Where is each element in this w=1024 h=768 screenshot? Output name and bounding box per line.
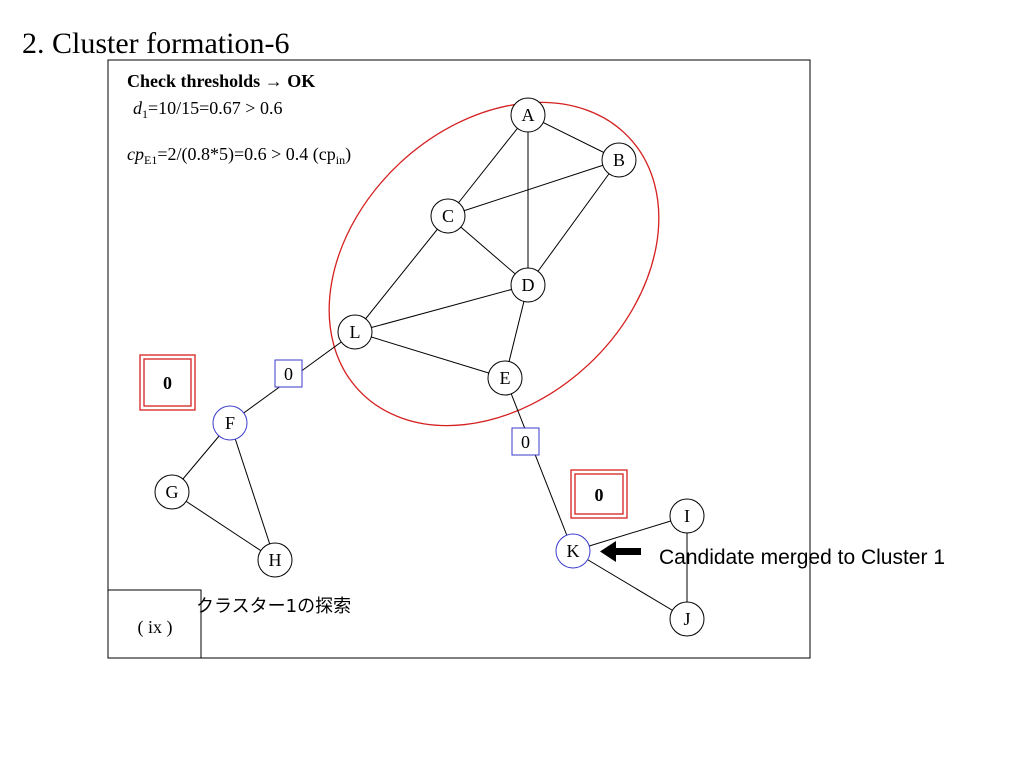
edge-K-J — [572, 550, 688, 620]
edge-E-K — [504, 377, 574, 552]
arrow-left-icon — [600, 541, 641, 562]
node-H-label: H — [269, 550, 282, 570]
edge-F-H — [229, 422, 276, 561]
d-expression: =10/15=0.67 > 0.6 — [148, 98, 283, 118]
edge-C-L — [354, 215, 449, 333]
node-A-label: A — [522, 105, 535, 125]
node-E-label: E — [500, 368, 511, 388]
node-J: J — [669, 601, 705, 637]
node-F: F — [212, 405, 248, 441]
node-G-label: G — [166, 482, 179, 502]
node-E: E — [487, 360, 523, 396]
node-D: D — [510, 267, 546, 303]
counter-right: 0 — [595, 485, 604, 505]
cluster-1-ellipse — [328, 101, 660, 427]
node-J-label: J — [683, 609, 690, 629]
d-symbol: d — [133, 98, 142, 118]
node-D-label: D — [522, 275, 535, 295]
edge-C-B — [447, 159, 620, 217]
candidate-label: Candidate merged to Cluster 1 — [659, 546, 945, 569]
cp-close: ) — [345, 144, 352, 164]
edge-B-D — [527, 159, 620, 286]
cp-formula: cpE1=2/(0.8*5)=0.6 > 0.4 (cpin) — [127, 143, 352, 167]
graph-edges — [171, 114, 688, 620]
node-I-label: I — [684, 506, 690, 526]
counter-left: 0 — [163, 373, 172, 393]
graph-nodes: A B C D L E F G H I J K — [154, 97, 705, 637]
counter-box-right: 0 — [570, 469, 628, 519]
node-L-label: L — [350, 322, 361, 342]
node-H: H — [257, 542, 293, 578]
counter-box-left: 0 — [139, 354, 196, 411]
weight-box-L-F: 0 — [274, 359, 303, 388]
d-subscript: 1 — [142, 107, 148, 121]
node-I: I — [669, 498, 705, 534]
node-F-label: F — [225, 413, 235, 433]
search-label: クラスター1の探索 — [196, 596, 352, 617]
node-K: K — [555, 533, 591, 569]
cp-expression: =2/(0.8*5)=0.6 > 0.4 (cp — [157, 144, 336, 164]
weight-box-E-K: 0 — [511, 427, 540, 456]
slide-title: 2. Cluster formation-6 — [22, 27, 290, 60]
edge-K-I — [572, 515, 688, 552]
node-A: A — [510, 97, 546, 133]
weight-E-K: 0 — [521, 432, 530, 452]
threshold-heading: Check thresholds → OK — [127, 71, 316, 91]
density-formula: d1=10/15=0.67 > 0.6 — [133, 97, 283, 121]
cp-in-subscript: in — [335, 153, 346, 167]
weight-L-F: 0 — [284, 364, 293, 384]
cp-subscript: E1 — [144, 153, 158, 167]
cp-symbol: cp — [127, 144, 144, 164]
step-label: ( ix ) — [138, 617, 173, 638]
step-label-box — [107, 589, 202, 659]
edge-L-D — [354, 284, 529, 333]
node-B-label: B — [613, 150, 625, 170]
node-K-label: K — [567, 541, 580, 561]
edge-C-D — [447, 215, 529, 286]
edge-L-E — [354, 331, 506, 379]
node-C: C — [430, 198, 466, 234]
node-G: G — [154, 474, 190, 510]
node-B: B — [601, 142, 637, 178]
node-L: L — [337, 314, 373, 350]
edge-G-H — [171, 491, 276, 561]
diagram-frame — [107, 59, 811, 659]
edge-A-C — [447, 114, 529, 217]
node-C-label: C — [442, 206, 454, 226]
